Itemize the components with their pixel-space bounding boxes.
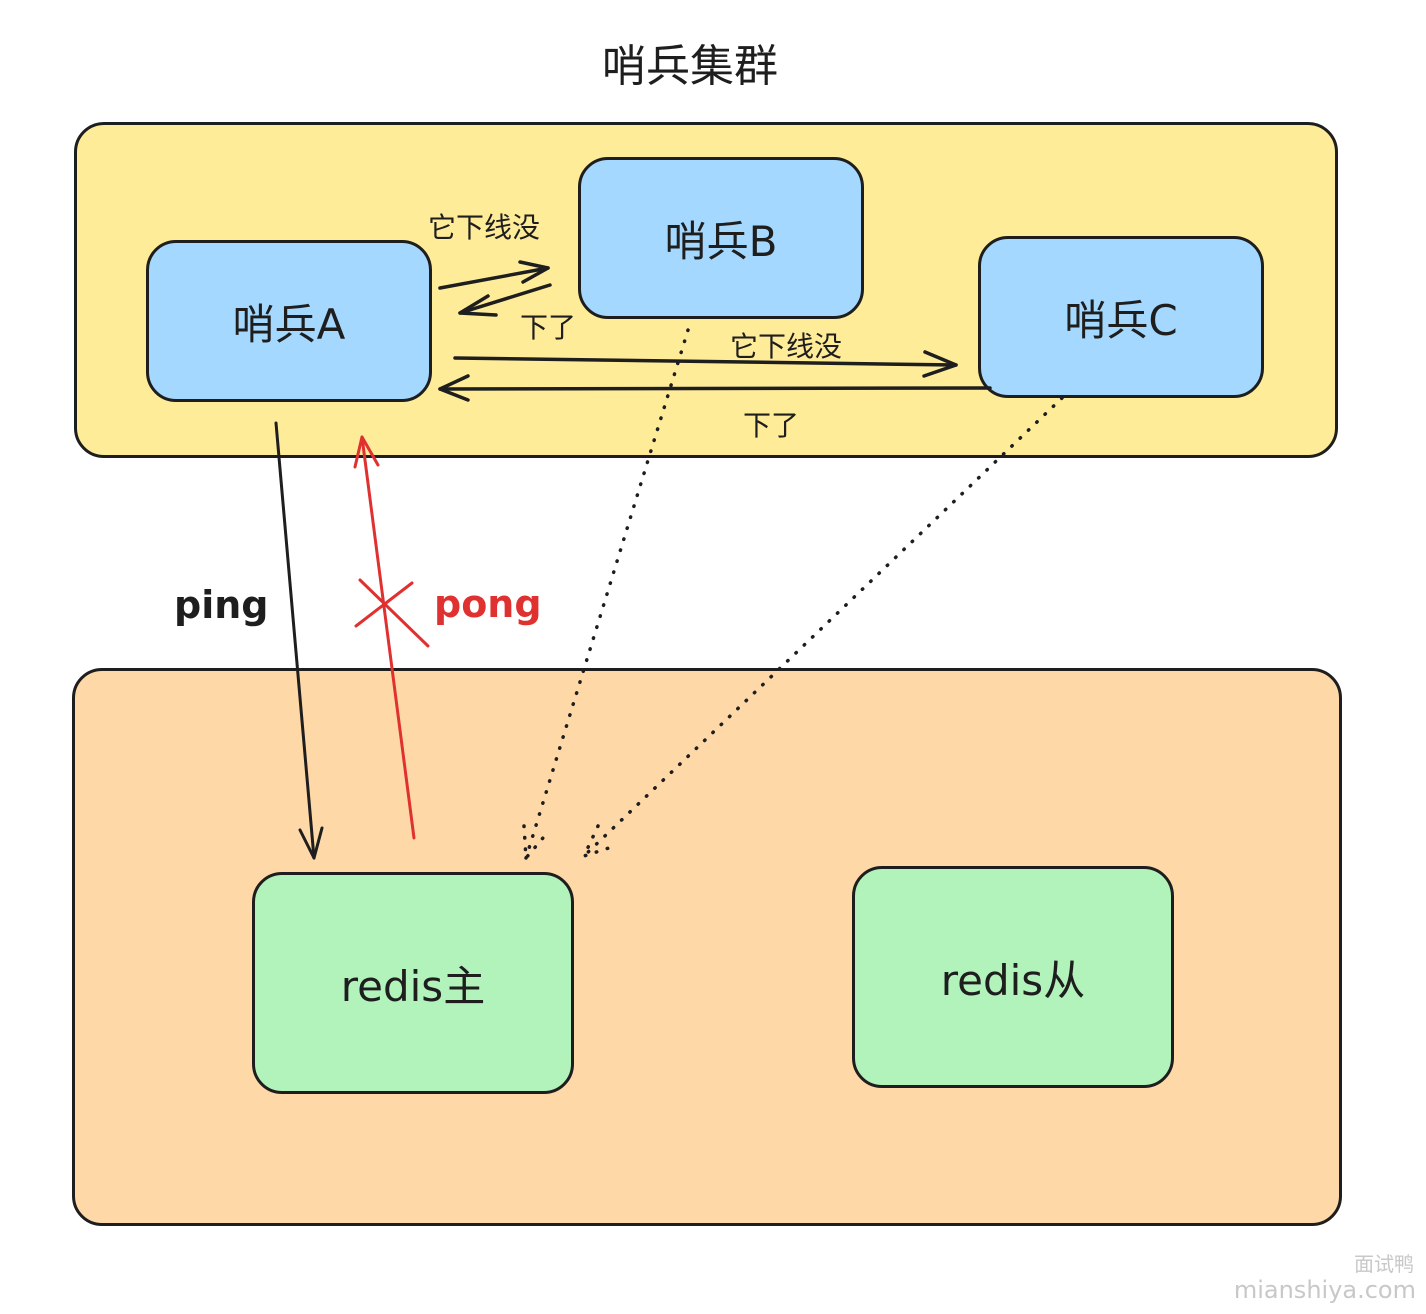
arrow-ping	[274, 421, 324, 860]
label-c-to-a: 下了	[743, 409, 800, 442]
sentinel-c-node: 哨兵C	[978, 236, 1264, 398]
watermark-cn: 面试鸭	[1354, 1252, 1414, 1276]
redis-slave-label: redis从	[940, 955, 1086, 1005]
diagram-title: 哨兵集群	[602, 41, 778, 92]
sentinel-b-label: 哨兵B	[664, 216, 778, 266]
label-pong: pong	[434, 582, 542, 626]
sentinel-a-node: 哨兵A	[146, 240, 432, 402]
arrow-a-to-c	[453, 350, 958, 378]
sentinel-b-node: 哨兵B	[578, 157, 864, 319]
watermark-url: mianshiya.com	[1233, 1276, 1416, 1304]
dotted-arrow-b-to-master	[522, 328, 690, 860]
arrow-b-to-a	[458, 283, 552, 317]
dotted-arrow-c-to-master	[582, 396, 1064, 858]
redis-master-label: redis主	[340, 961, 486, 1011]
arrow-c-to-a	[438, 374, 992, 402]
arrow-pong-failed	[353, 435, 430, 840]
redis-master-node: redis主	[252, 872, 574, 1094]
arrow-a-to-b	[438, 260, 550, 290]
label-b-to-a: 下了	[520, 311, 577, 344]
cross-mark-icon	[354, 578, 430, 648]
label-a-to-c: 它下线没	[730, 330, 843, 363]
label-a-to-b: 它下线没	[428, 211, 541, 244]
sentinel-c-label: 哨兵C	[1064, 295, 1178, 345]
sentinel-a-label: 哨兵A	[232, 299, 346, 349]
redis-slave-node: redis从	[852, 866, 1174, 1088]
label-ping: ping	[174, 583, 269, 627]
